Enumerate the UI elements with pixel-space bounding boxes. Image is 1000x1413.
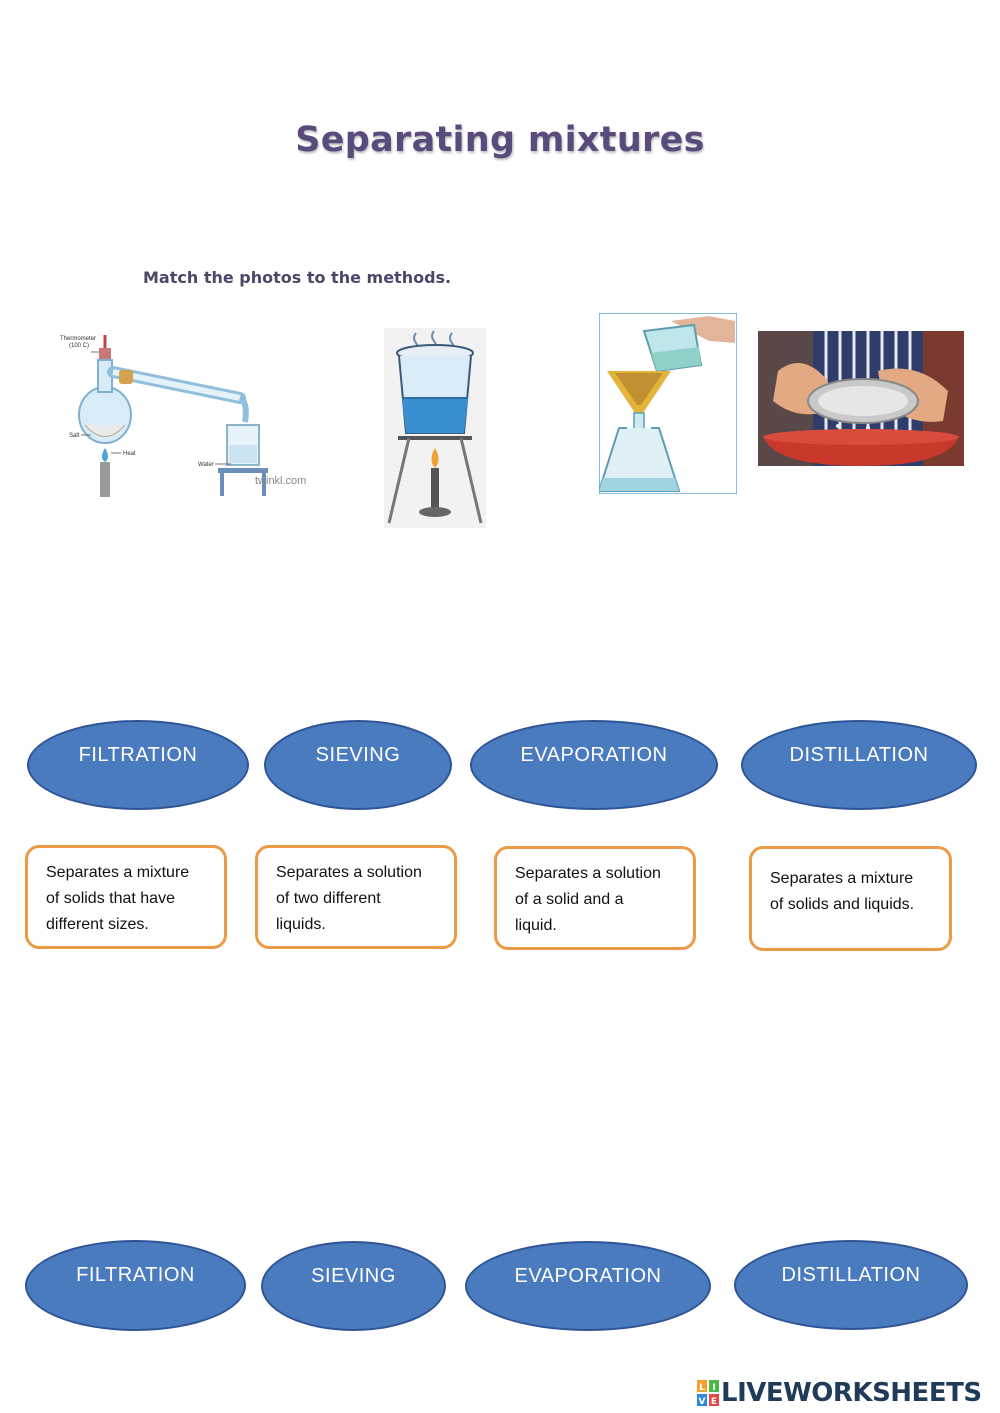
answer-oval-filtration[interactable]: FILTRATION bbox=[25, 1240, 246, 1331]
svg-text:V: V bbox=[699, 1397, 706, 1406]
method-label: EVAPORATION bbox=[520, 744, 668, 766]
method-label: DISTILLATION bbox=[789, 744, 929, 766]
svg-text:L: L bbox=[699, 1383, 705, 1393]
sieving-photo[interactable] bbox=[758, 331, 964, 466]
method-oval-distillation[interactable]: DISTILLATION bbox=[741, 720, 977, 810]
twinkl-watermark: twinkl.com bbox=[255, 475, 306, 487]
method-label: FILTRATION bbox=[76, 1264, 195, 1286]
svg-text:(100 C): (100 C) bbox=[69, 343, 89, 349]
evaporation-photo[interactable] bbox=[384, 328, 486, 528]
description-card-solids-liquids[interactable]: Separates a mixture of solids and liquid… bbox=[749, 846, 952, 951]
heat-label: Heat bbox=[123, 451, 136, 457]
method-label: SIEVING bbox=[315, 744, 401, 766]
method-label: EVAPORATION bbox=[514, 1265, 662, 1287]
logo-text: LIVEWORKSHEETS bbox=[721, 1378, 982, 1408]
live-badge-icon: L I V E bbox=[697, 1380, 719, 1406]
water-label: Water bbox=[198, 462, 214, 468]
method-label: FILTRATION bbox=[78, 744, 198, 766]
method-oval-sieving[interactable]: SIEVING bbox=[264, 720, 452, 810]
liveworksheets-logo[interactable]: L I V E LIVEWORKSHEETS bbox=[697, 1378, 982, 1408]
method-label: DISTILLATION bbox=[781, 1264, 921, 1286]
method-oval-evaporation[interactable]: EVAPORATION bbox=[470, 720, 718, 810]
distillation-photo[interactable]: Thermometer (100 C) Salt Heat Water twin… bbox=[55, 330, 320, 500]
thermometer-label: Thermometer bbox=[60, 336, 96, 342]
answer-oval-evaporation[interactable]: EVAPORATION bbox=[465, 1241, 711, 1331]
method-label: SIEVING bbox=[311, 1265, 396, 1287]
description-card-solid-liquid[interactable]: Separates a solution of a solid and a li… bbox=[494, 846, 696, 950]
description-card-sizes[interactable]: Separates a mixture of solids that have … bbox=[25, 845, 227, 949]
svg-text:E: E bbox=[711, 1397, 717, 1406]
method-oval-filtration[interactable]: FILTRATION bbox=[27, 720, 249, 810]
filtration-photo[interactable] bbox=[599, 313, 737, 494]
page-title: Separating mixtures bbox=[295, 120, 705, 160]
instruction-text: Match the photos to the methods. bbox=[143, 268, 452, 287]
answer-oval-sieving[interactable]: SIEVING bbox=[261, 1241, 446, 1331]
svg-text:I: I bbox=[712, 1383, 715, 1393]
description-card-two-liquids[interactable]: Separates a solution of two different li… bbox=[255, 845, 457, 949]
answer-oval-distillation[interactable]: DISTILLATION bbox=[734, 1240, 968, 1330]
salt-label: Salt bbox=[69, 433, 80, 439]
